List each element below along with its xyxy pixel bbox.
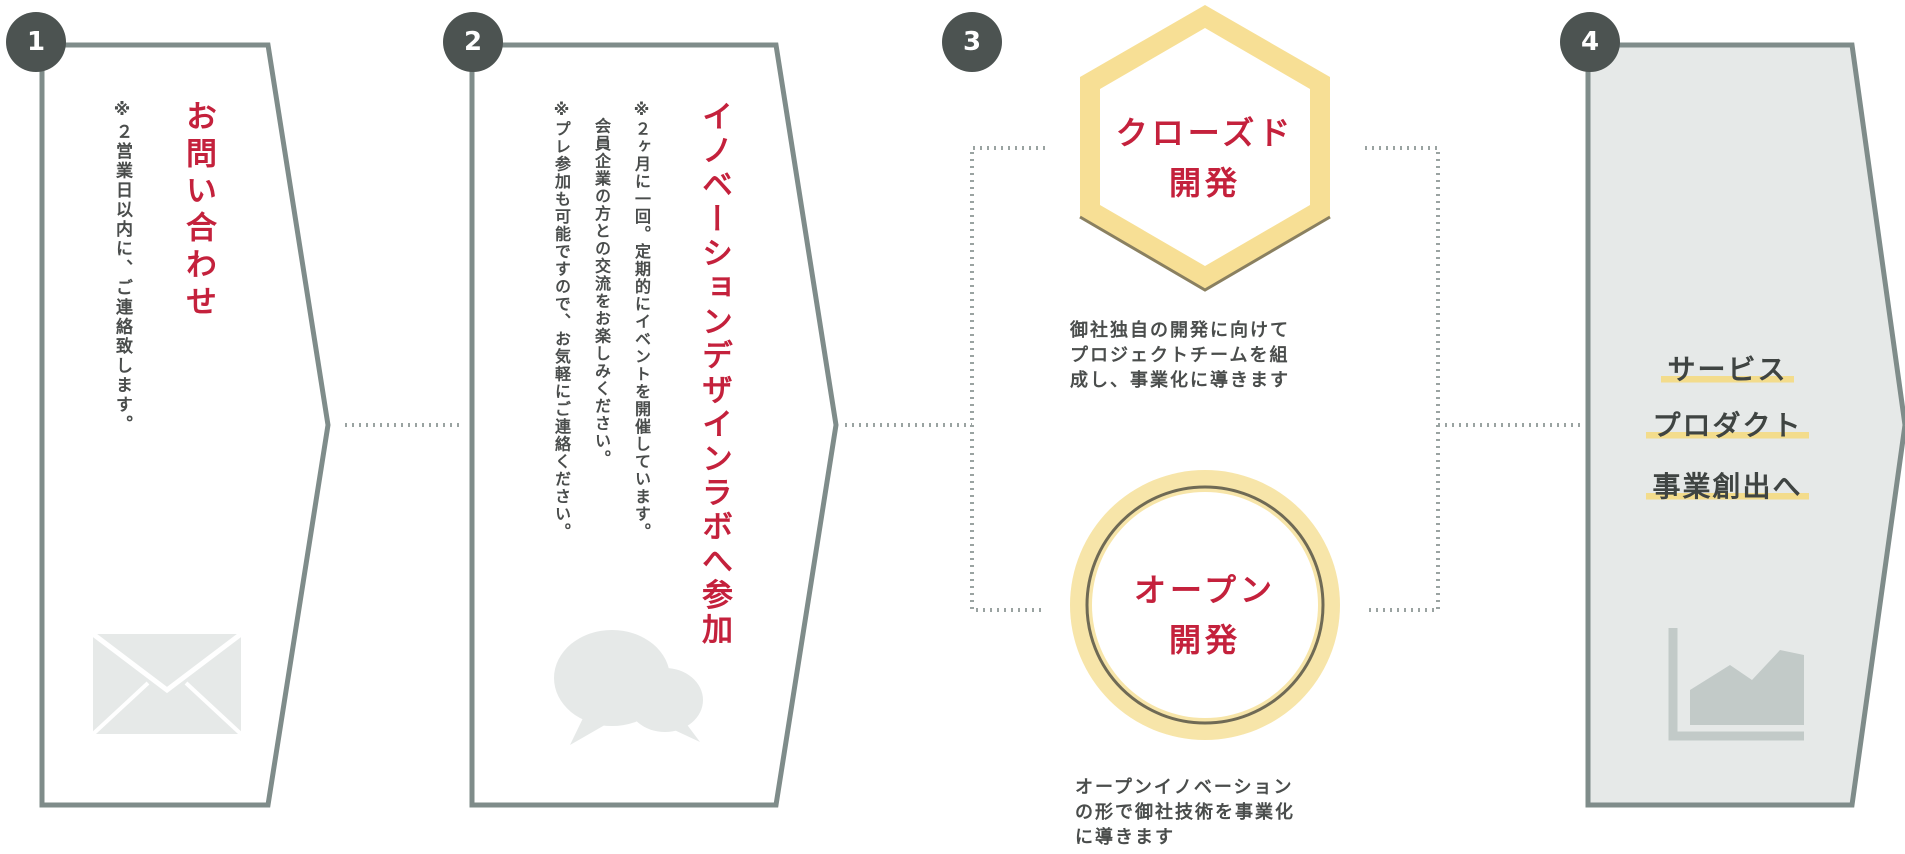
result-product: プロダクト (1620, 404, 1835, 444)
result-service-label: サービス (1661, 353, 1794, 386)
step-2-note-2: 会員企業の方との交流をお楽しみください。 (592, 100, 611, 468)
step-3-number: 3 (962, 27, 982, 57)
step-4-badge: 4 (1560, 12, 1620, 72)
result-business-label: 事業創出へ (1646, 470, 1809, 503)
step-1-note: ※２営業日以内に、ご連絡致します。 (112, 100, 132, 435)
step-2-number: 2 (463, 27, 483, 57)
open-dev-description: オープンイノベーション の形で御社技術を事業化 に導きます (1075, 775, 1295, 850)
open-dev-title-line2: 開発 (1168, 621, 1241, 659)
step-2-note-1: ※２ヶ月に一回。定期的にイベントを開催しています。 (632, 100, 651, 541)
step-1-title: お問い合わせ (180, 100, 216, 322)
open-dev-desc-line: の形で御社技術を事業化 (1075, 802, 1295, 823)
step-2-badge: 2 (443, 12, 503, 72)
open-dev-title: オープン 開発 (1095, 565, 1315, 665)
closed-dev-desc-line: 御社独自の開発に向けて (1070, 320, 1290, 341)
closed-dev-title-line1: クローズド (1115, 114, 1295, 152)
dotted-connectors (345, 146, 1585, 612)
open-dev-circle (1070, 470, 1340, 740)
closed-dev-title: クローズド 開発 (1095, 108, 1315, 208)
open-dev-desc-line: オープンイノベーション (1075, 777, 1294, 798)
result-business: 事業創出へ (1620, 465, 1835, 505)
step-2-card (469, 42, 839, 808)
step-4-number: 4 (1580, 27, 1600, 57)
closed-dev-desc-line: 成し、事業化に導きます (1070, 370, 1290, 391)
closed-dev-description: 御社独自の開発に向けて プロジェクトチームを組 成し、事業化に導きます (1070, 318, 1290, 393)
result-product-label: プロダクト (1646, 409, 1809, 442)
result-service: サービス (1620, 348, 1835, 388)
step-3-badge: 3 (942, 12, 1002, 72)
step-2-note-3: ※プレ参加も可能ですので、お気軽にご連絡ください。 (552, 100, 571, 541)
speech-bubble-icon (554, 630, 703, 745)
step-1-badge: 1 (6, 12, 66, 72)
envelope-icon (91, 632, 243, 736)
growth-chart-icon (1668, 628, 1804, 741)
open-dev-title-line1: オープン (1133, 571, 1277, 609)
closed-dev-desc-line: プロジェクトチームを組 (1070, 345, 1290, 366)
closed-dev-hexagon (1079, 5, 1331, 292)
closed-dev-title-line2: 開発 (1168, 164, 1241, 202)
open-dev-desc-line: に導きます (1075, 827, 1175, 848)
step-1-card (39, 42, 331, 808)
step-1-number: 1 (26, 27, 46, 57)
step-2-title: イノベーションデザインラボへ参加 (696, 100, 732, 648)
